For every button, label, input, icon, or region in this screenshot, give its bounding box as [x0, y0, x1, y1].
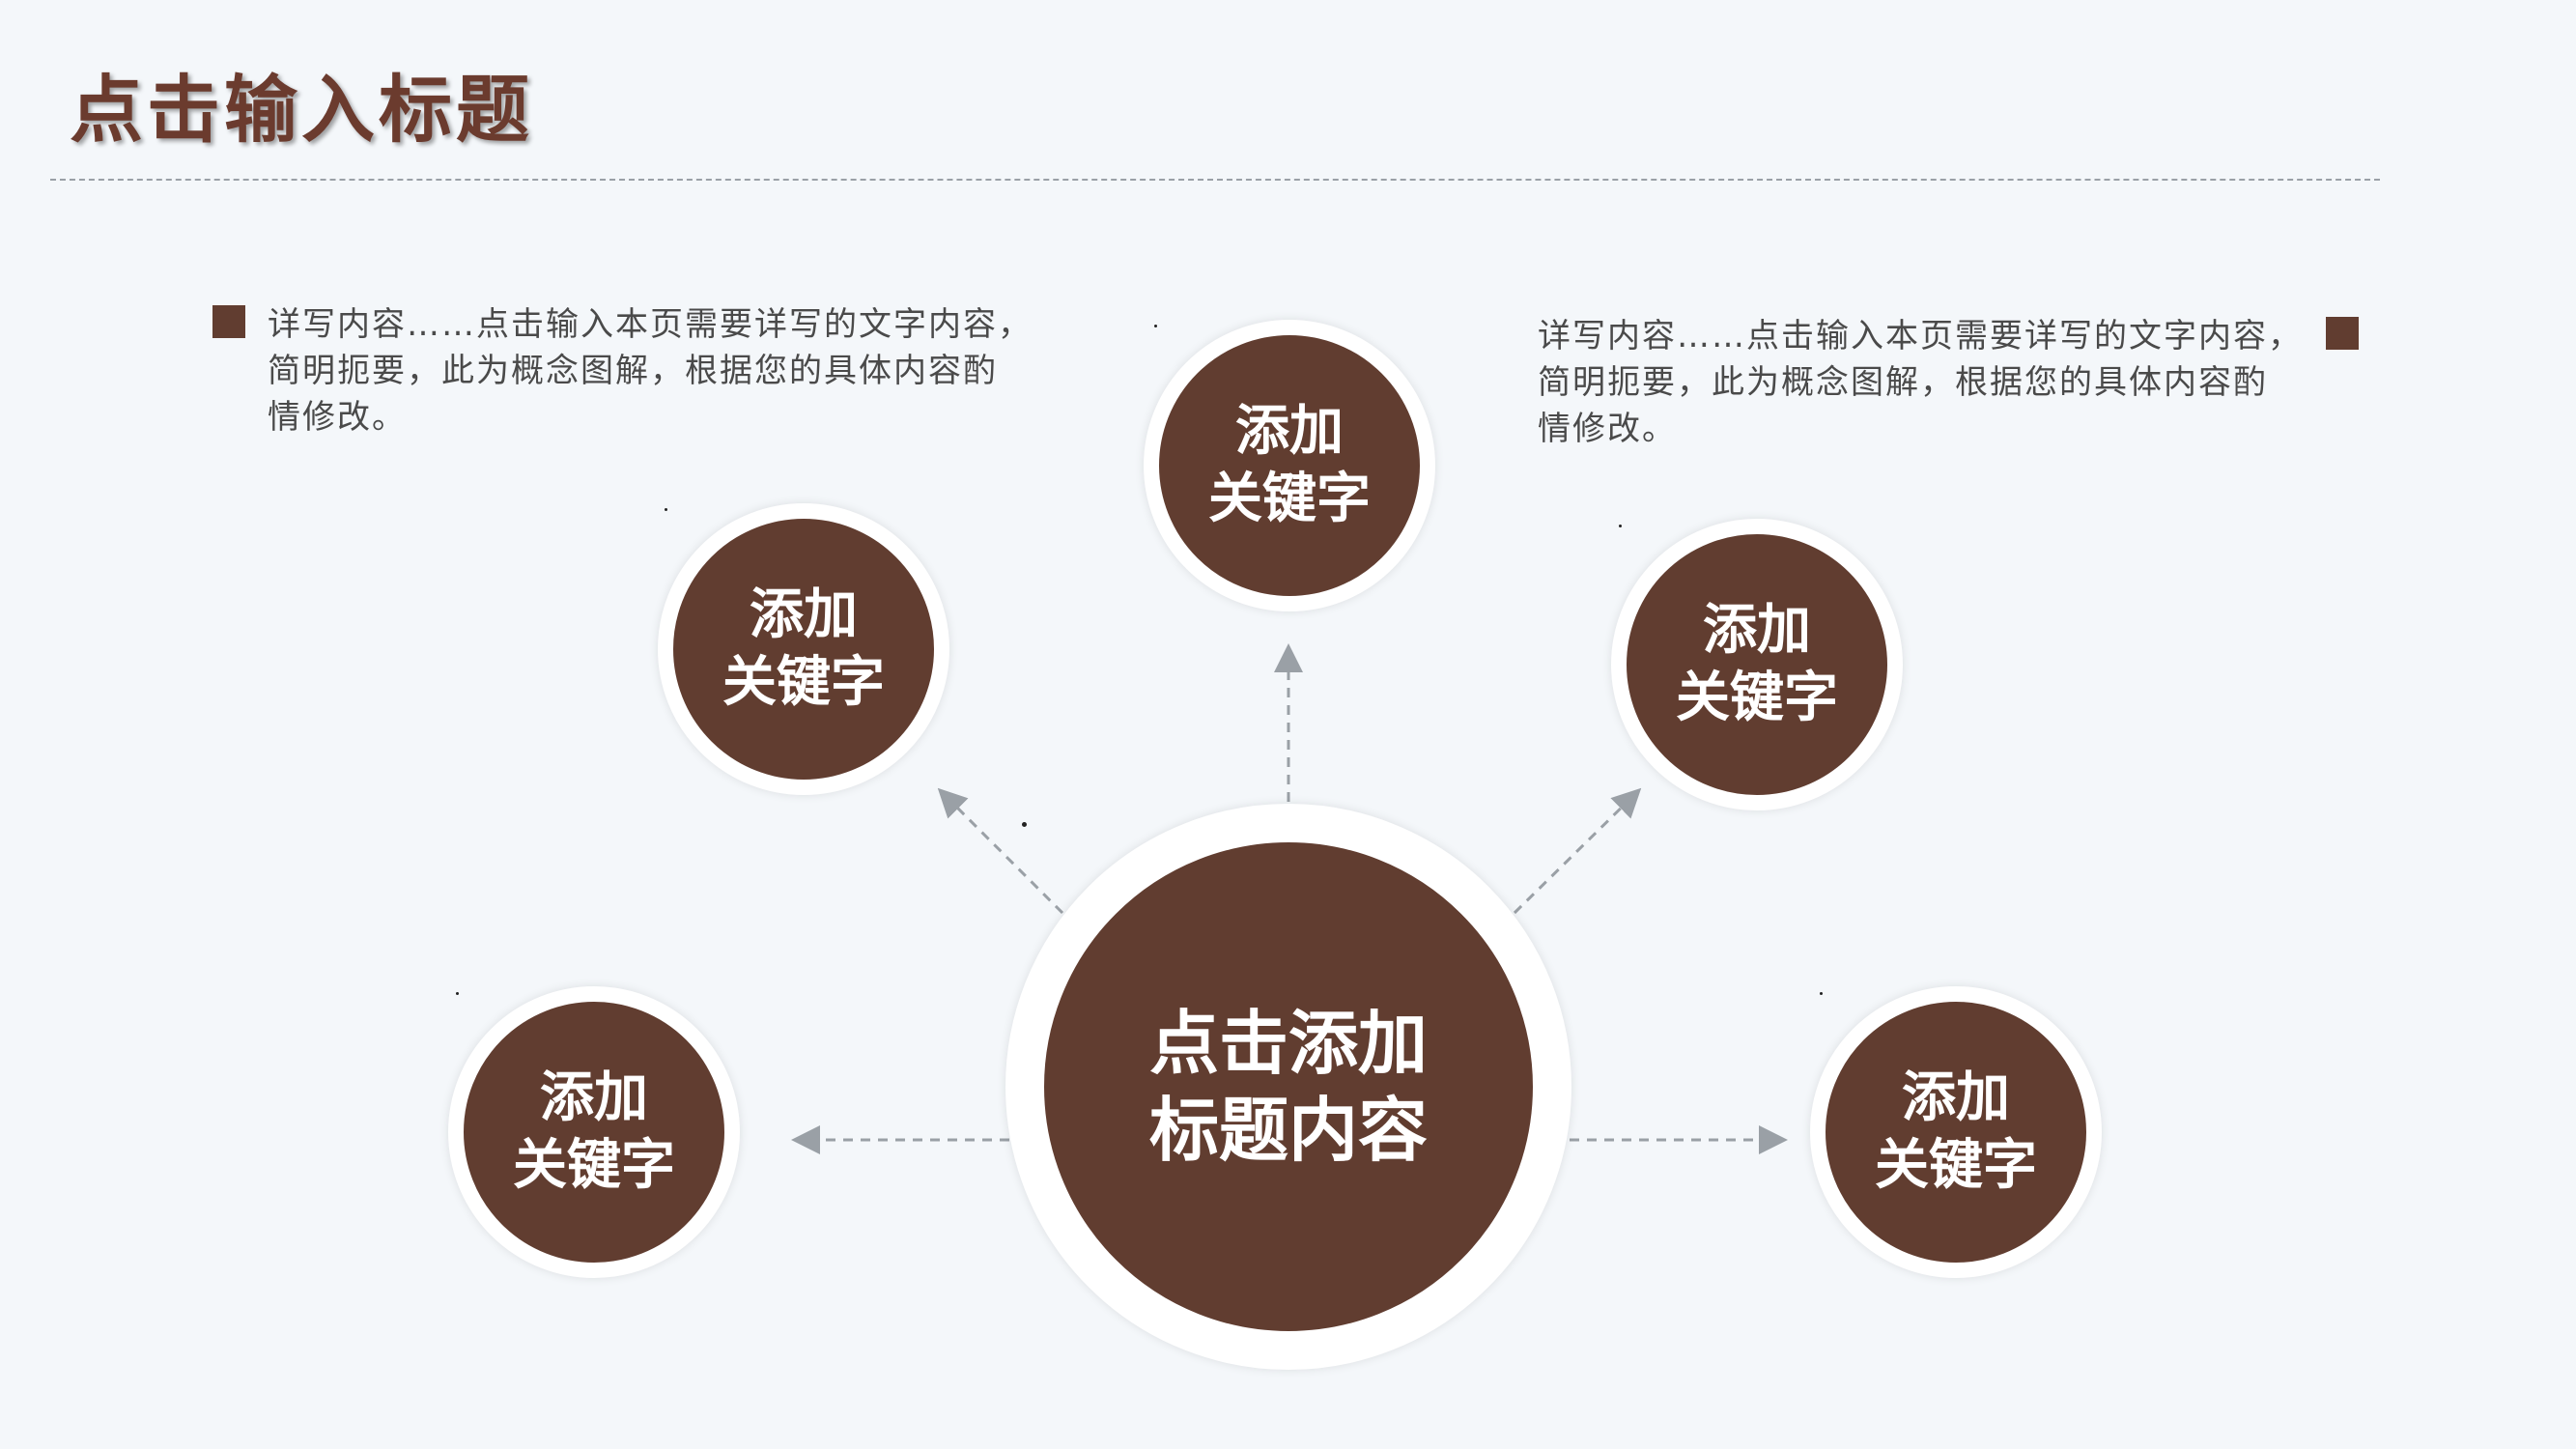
left-description: 详写内容……点击输入本页需要详写的文字内容， 简明扼要，此为概念图解，根据您的具…: [268, 305, 1033, 437]
center-topic-label: 点击添加 标题内容: [1148, 1003, 1428, 1171]
title-divider: [50, 179, 2380, 181]
right-desc-marker: [2326, 317, 2359, 350]
decor-dot: [1619, 525, 1622, 527]
decor-dot: [665, 508, 667, 511]
decor-dot: [1820, 992, 1823, 995]
right-description: 详写内容……点击输入本页需要详写的文字内容， 简明扼要，此为概念图解，根据您的具…: [1538, 317, 2303, 448]
center-topic-circle[interactable]: 点击添加 标题内容: [1005, 804, 1571, 1370]
arrow-upper-left: [937, 787, 1064, 915]
keyword-label: 添加 关键字: [513, 1066, 675, 1197]
keyword-circle-upper-right[interactable]: 添加 关键字: [1611, 519, 1903, 810]
decor-dot: [456, 992, 459, 995]
keyword-label: 添加 关键字: [1875, 1066, 2037, 1197]
page-title: 点击输入标题: [70, 67, 533, 153]
keyword-circle-top[interactable]: 添加 关键字: [1144, 320, 1435, 611]
keyword-label: 添加 关键字: [1676, 599, 1838, 729]
decor-dot: [1022, 822, 1027, 827]
keyword-circle-lower-left[interactable]: 添加 关键字: [448, 986, 740, 1278]
left-desc-marker: [212, 305, 245, 338]
keyword-circle-upper-left[interactable]: 添加 关键字: [658, 503, 949, 795]
decor-dot: [1154, 325, 1157, 327]
keyword-circle-lower-right[interactable]: 添加 关键字: [1810, 986, 2102, 1278]
keyword-label: 添加 关键字: [722, 583, 885, 714]
keyword-label: 添加 关键字: [1208, 400, 1371, 530]
arrow-upper-right: [1513, 787, 1642, 915]
